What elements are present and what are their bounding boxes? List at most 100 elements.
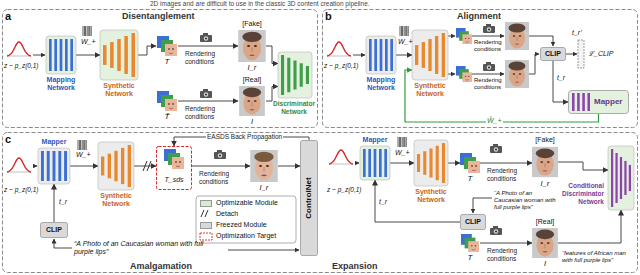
module-ground [360, 146, 390, 180]
network-layer [114, 151, 117, 181]
latent-label: z ~ p_z(0,1) [324, 62, 359, 70]
network-layer [615, 153, 617, 203]
flow-connector [138, 46, 156, 55]
connector-label: t_r [556, 74, 566, 82]
network-layer [70, 39, 73, 71]
latent-code-icon [83, 26, 91, 36]
module-label: CLIP [46, 226, 62, 234]
legend-swatch [200, 200, 212, 207]
gaussian-curve [7, 42, 31, 56]
synthetic-network-shape [100, 30, 138, 80]
module-ground [414, 140, 448, 186]
camera-icon [490, 144, 502, 153]
rendered-image [505, 60, 529, 88]
module-label: CLIP [545, 50, 561, 58]
real-image-shape [532, 228, 558, 258]
module-ground [412, 30, 448, 80]
camera-icon [490, 226, 502, 235]
optimization-target: T_sds [156, 146, 192, 190]
flow-connector [558, 210, 621, 243]
module-ground [608, 146, 634, 210]
panel-letter: c [5, 133, 11, 146]
connector-label: EASDS Back Propagation [206, 133, 283, 141]
latent-code-icon [398, 137, 406, 147]
network-layer [58, 151, 61, 181]
module-ground [366, 36, 396, 74]
connector-label: t_r [58, 198, 68, 206]
module-label: Mapper [34, 138, 74, 146]
synthetic-network: Synthetic Network [100, 30, 138, 80]
rendered-image: [Fake]I_r [238, 30, 266, 62]
latent-label: W_+ [76, 151, 91, 159]
latent-label: W_+ [398, 38, 413, 46]
network-layer [429, 149, 432, 178]
network-layer [374, 39, 377, 71]
flow-connector [480, 243, 532, 244]
flow-connector [76, 55, 100, 56]
mapping-network: Mapping Network [366, 36, 396, 74]
network-layer [577, 93, 580, 111]
texture-map-shape [460, 234, 480, 252]
synthetic-network: Synthetic Network [412, 30, 448, 80]
legend-text: Freezed Module [216, 221, 267, 229]
flow-connector [375, 180, 460, 222]
flow-connector [178, 101, 238, 102]
synthetic-network: Synthetic Network [98, 142, 134, 190]
legend-box [196, 196, 296, 243]
mapper: Mapper [360, 146, 390, 180]
embedding-bar [578, 40, 584, 68]
network-layer [103, 45, 107, 65]
texture-image [461, 234, 479, 252]
image-tag: [Real] [232, 76, 272, 84]
clip-encoder: CLIP [40, 222, 68, 238]
network-layer [587, 93, 590, 111]
mapping-network: Mapping Network [46, 36, 76, 74]
texture-image [164, 149, 184, 169]
texture-label: T_sds [156, 176, 192, 184]
rendered-image-shape [250, 150, 278, 182]
latent-label: z ~ p_z(0,1) [4, 62, 39, 70]
connector-label: Rendering conditions [198, 170, 250, 186]
camera-icon [200, 33, 212, 42]
network-layer [128, 145, 131, 187]
face-image [250, 150, 277, 182]
connector-label: Ŵ_+ [486, 117, 503, 125]
gaussian-curve [329, 150, 353, 164]
panel-outline [3, 10, 318, 128]
network-layer [108, 154, 111, 179]
network-layer [41, 151, 44, 181]
gaussian-curve [7, 158, 31, 172]
texture-map: T̂ [156, 91, 178, 111]
network-layer [435, 36, 438, 74]
connector-label: t_r [378, 198, 388, 206]
module-label: Mapper [355, 136, 395, 144]
module-ground [38, 148, 70, 184]
module-ground [98, 142, 134, 190]
image-label: I_r [250, 183, 278, 192]
network-layer [385, 39, 388, 71]
camera-icon [214, 150, 226, 159]
network-layer [53, 151, 56, 181]
network-label: Synthetic Network [410, 82, 450, 99]
network-layer [390, 39, 393, 71]
face-image [239, 86, 265, 116]
latent-label: W_+ [395, 149, 410, 157]
network-layer [131, 33, 135, 77]
network-layer [363, 149, 366, 177]
network-layer [121, 148, 124, 184]
network-layer [293, 61, 296, 90]
network-layer [101, 157, 104, 176]
texture-map: T [156, 36, 178, 56]
network-label: Synthetic Network [96, 192, 136, 209]
mapper: Mapper [568, 90, 629, 114]
image-label: I [238, 117, 266, 126]
network-layer [442, 33, 445, 77]
flow-connector [553, 61, 568, 102]
face-image [238, 30, 265, 62]
network-layer [54, 39, 57, 71]
texture-label: T [460, 174, 480, 184]
texture-map-shape [460, 153, 480, 173]
network-label: Conditional Discriminator Network [558, 182, 604, 205]
flow-arrow [448, 36, 455, 37]
